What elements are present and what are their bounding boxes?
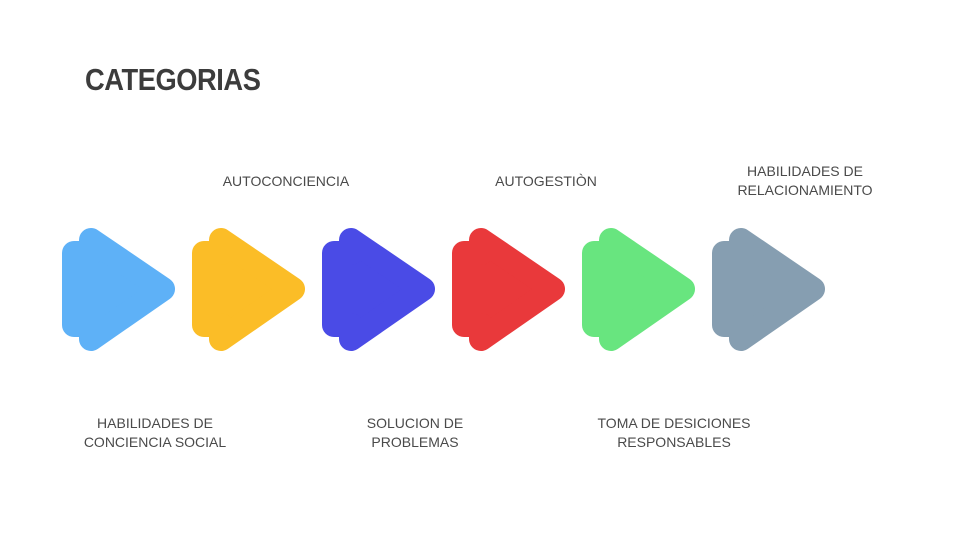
label-solucion-problemas: SOLUCION DE PROBLEMAS [366,415,464,450]
slide-title: CATEGORIAS [85,62,261,97]
label-toma-decisiones: TOMA DE DESICIONES RESPONSABLES [597,415,751,450]
label-habilidades-relacionamiento: HABILIDADES DE RELACIONAMIENTO [737,163,873,198]
arrow-step-4 [452,228,565,351]
label-autoconciencia: AUTOCONCIENCIA [222,173,350,189]
arrow-step-3 [322,228,435,351]
label-autogestion: AUTOGESTIÒN [495,173,597,189]
arrow-step-1 [62,228,175,351]
arrow-step-6 [712,228,825,351]
arrow-step-5 [582,228,695,351]
label-habilidades-conciencia-social: HABILIDADES DE CONCIENCIA SOCIAL [83,415,227,450]
arrow-step-2 [192,228,305,351]
